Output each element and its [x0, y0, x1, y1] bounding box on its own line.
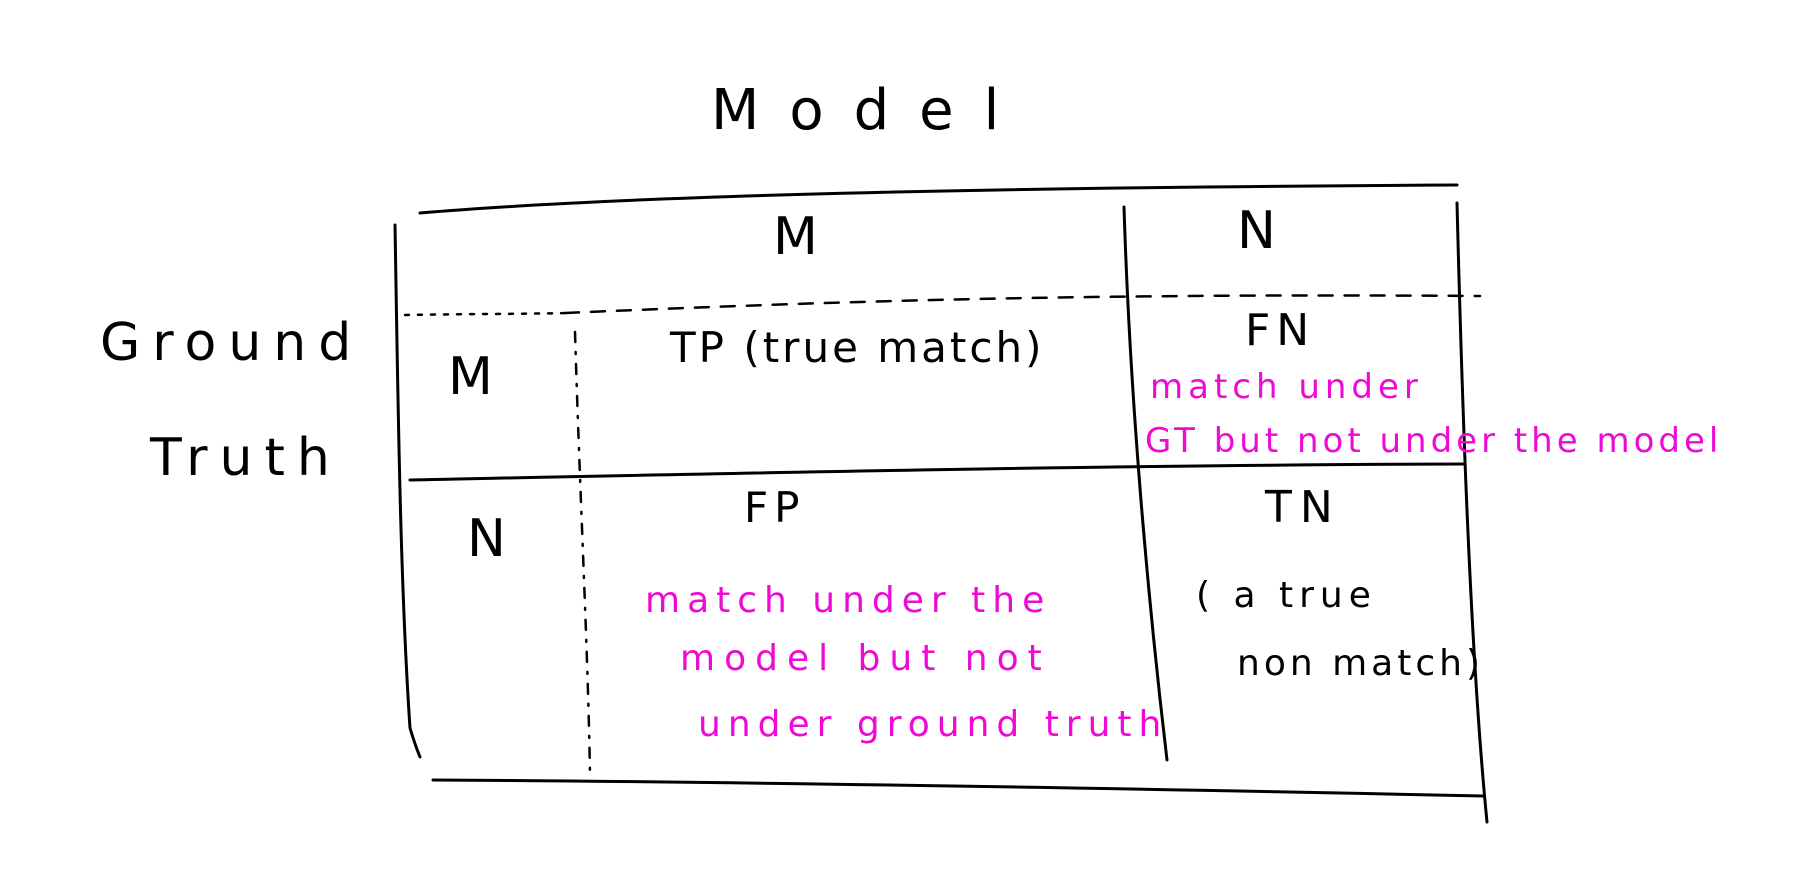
row-header-non-match: N [467, 509, 506, 569]
header-separator-dashed [563, 294, 1482, 315]
cell-tn-note-line2: non match) [1237, 643, 1484, 684]
cell-fn-note-line1: match under [1150, 367, 1423, 407]
cell-fp-note-line3: under ground truth [698, 704, 1168, 745]
table-left-border [393, 223, 422, 759]
row-header-divider-dashed [573, 330, 592, 777]
ground-truth-title-line2: Truth [149, 428, 342, 488]
table-right-border [1455, 201, 1489, 824]
cell-fp-label: FP [744, 483, 806, 532]
table-bottom-border [431, 778, 1485, 798]
cell-tn-label: TN [1264, 482, 1341, 533]
row-divider [408, 462, 1466, 482]
column-divider [1122, 205, 1169, 762]
header-separator-dotted [403, 311, 572, 317]
cell-fn-note-line2: GT but not under the model [1145, 421, 1722, 461]
cell-fn-label: FN [1245, 305, 1315, 356]
cell-tp-label: TP (true match) [669, 323, 1044, 372]
column-header-match: M [773, 207, 818, 267]
cell-fp-note-line1: match under the [645, 580, 1051, 621]
table-frame [393, 183, 1489, 824]
ground-truth-title-line1: Ground [100, 313, 363, 373]
row-header-match: M [448, 347, 493, 407]
table-top-border [418, 183, 1459, 215]
cell-tn-note-line1: ( a true [1196, 575, 1377, 616]
model-axis-title: Model [711, 78, 1029, 143]
cell-fp-note-line2: model but not [680, 638, 1051, 679]
column-header-non-match: N [1237, 201, 1276, 261]
